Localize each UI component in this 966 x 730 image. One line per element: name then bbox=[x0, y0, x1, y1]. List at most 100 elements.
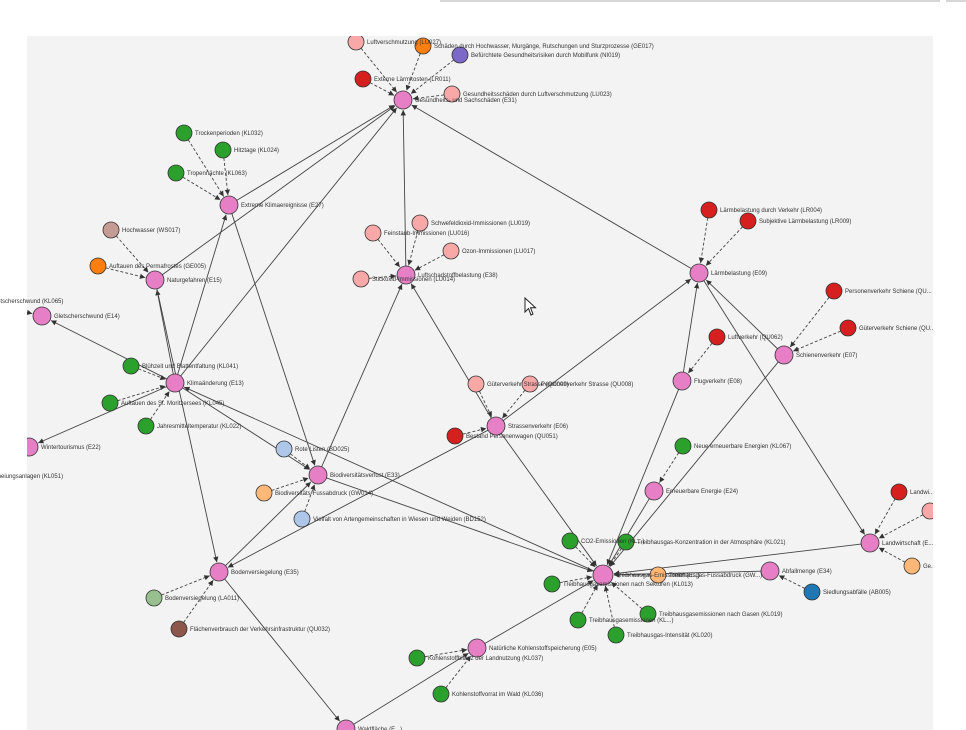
node-label-QU032: Flächenverbrauch der Verkehrsinfrastrukt… bbox=[190, 627, 330, 633]
node-E05[interactable] bbox=[467, 638, 487, 658]
node-E07[interactable] bbox=[774, 345, 794, 365]
node-E24[interactable] bbox=[644, 481, 664, 501]
node-E14[interactable] bbox=[32, 306, 52, 326]
node-label-NI019: Befürchtete Gesundheitsrisiken durch Mob… bbox=[471, 53, 620, 59]
node-NI019[interactable] bbox=[451, 46, 469, 64]
edge-E_TH-E13 bbox=[183, 386, 595, 572]
node-label-KL019: Treibhausgasemissionen nach Gasen (KL019… bbox=[659, 612, 783, 618]
node-E06[interactable] bbox=[486, 416, 506, 436]
node-label-KL_TH: Treibhausgasemissionen (KL...) bbox=[589, 618, 673, 624]
node-label-E31: Gesundheits- und Sachschäden (E31) bbox=[415, 98, 517, 104]
node-E13[interactable] bbox=[165, 373, 185, 393]
node-BD152[interactable] bbox=[293, 510, 311, 528]
top-scrollbar[interactable] bbox=[440, 0, 940, 2]
node-E33[interactable] bbox=[308, 465, 328, 485]
node-QU062[interactable] bbox=[708, 328, 726, 346]
top-scrollbar-end[interactable] bbox=[946, 0, 966, 2]
node-E15[interactable] bbox=[145, 270, 165, 290]
node-KL036[interactable] bbox=[432, 685, 450, 703]
edge-KL021-E_TH bbox=[608, 548, 622, 567]
node-KL_CO2[interactable] bbox=[561, 532, 579, 550]
node-KL_TH[interactable] bbox=[569, 611, 587, 629]
node-label-E15: Naturgefahren (E15) bbox=[167, 278, 222, 284]
node-LU017[interactable] bbox=[442, 242, 460, 260]
node-KL032[interactable] bbox=[175, 124, 193, 142]
node-QU008[interactable] bbox=[521, 375, 539, 393]
node-LU027[interactable] bbox=[347, 34, 365, 51]
edge-E38-E31 bbox=[400, 109, 407, 267]
node-KL063[interactable] bbox=[167, 164, 185, 182]
node-E08[interactable] bbox=[672, 371, 692, 391]
node-LR004[interactable] bbox=[700, 201, 718, 219]
node-R2[interactable] bbox=[921, 502, 938, 520]
node-QU_PS[interactable] bbox=[825, 282, 843, 300]
edge-E24-E_TH bbox=[608, 498, 650, 566]
edge-QU051-E06 bbox=[462, 427, 487, 435]
node-E34[interactable] bbox=[760, 561, 780, 581]
node-KL067[interactable] bbox=[674, 437, 692, 455]
node-KL041[interactable] bbox=[122, 357, 140, 375]
edge-E09-E31 bbox=[411, 104, 692, 269]
node-label-KL045: Auftauen des St. Moritzersees (KL045) bbox=[121, 401, 224, 407]
node-KL037[interactable] bbox=[408, 649, 426, 667]
node-QU_GS[interactable] bbox=[839, 319, 857, 337]
node-GW014[interactable] bbox=[255, 484, 273, 502]
edge-KL045-E13 bbox=[117, 384, 166, 402]
node-LU016[interactable] bbox=[364, 224, 382, 242]
node-QU051[interactable] bbox=[446, 427, 464, 445]
node-label-KL051: Beschneiungsanlagen (KL051) bbox=[0, 474, 63, 480]
node-KL020[interactable] bbox=[607, 626, 625, 644]
mouse-cursor-icon bbox=[524, 297, 537, 316]
node-E31[interactable] bbox=[393, 90, 413, 110]
node-label-KL021: Treibhausgas-Konzentration in der Atmosp… bbox=[637, 540, 786, 546]
node-LR011[interactable] bbox=[354, 70, 372, 88]
node-BD025[interactable] bbox=[275, 440, 293, 458]
edge-E33-E38 bbox=[321, 283, 403, 467]
node-GE017[interactable] bbox=[414, 37, 432, 55]
node-KL019[interactable] bbox=[639, 605, 657, 623]
node-label-LU023: Gesundheitsschäden durch Luftverschmutzu… bbox=[463, 92, 612, 98]
node-GW_TF[interactable] bbox=[649, 566, 667, 584]
edge-E09-E_R bbox=[703, 280, 866, 535]
edge-E15-E35 bbox=[156, 288, 219, 563]
node-GE005[interactable] bbox=[89, 257, 107, 275]
node-label-KL022: Jahresmitteltemperatur (KL022) bbox=[157, 424, 241, 430]
edge-layer bbox=[27, 47, 924, 725]
node-KL045[interactable] bbox=[101, 394, 119, 412]
node-R1[interactable] bbox=[890, 483, 908, 501]
node-KL022[interactable] bbox=[137, 417, 155, 435]
node-LU019[interactable] bbox=[411, 214, 429, 232]
node-LU014[interactable] bbox=[352, 270, 370, 288]
node-label-LR004: Lärmbelastung durch Verkehr (LR004) bbox=[720, 208, 822, 214]
edge-R1-E_R bbox=[874, 498, 896, 535]
node-E_R[interactable] bbox=[860, 533, 880, 553]
node-label-GE017: Schäden durch Hochwasser, Murgänge, Ruts… bbox=[434, 44, 654, 50]
node-label-KL037: Kohlenstoffbilanz der Landnutzung (KL037… bbox=[428, 656, 543, 662]
node-E09[interactable] bbox=[689, 263, 709, 283]
node-QU009[interactable] bbox=[467, 375, 485, 393]
node-LR009[interactable] bbox=[739, 212, 757, 230]
node-LA011[interactable] bbox=[145, 589, 163, 607]
node-E_W[interactable] bbox=[336, 719, 356, 730]
node-E35[interactable] bbox=[209, 562, 229, 582]
edge-LR011-E31 bbox=[369, 82, 395, 96]
node-R3[interactable] bbox=[903, 557, 921, 575]
node-WS017[interactable] bbox=[102, 221, 120, 239]
node-E38[interactable] bbox=[396, 265, 416, 285]
node-E27[interactable] bbox=[219, 195, 239, 215]
edge-E06-E35 bbox=[227, 429, 489, 568]
node-LU023[interactable] bbox=[443, 85, 461, 103]
node-KL013[interactable] bbox=[543, 575, 561, 593]
node-label-KL020: Treibhausgas-Intensität (KL020) bbox=[627, 633, 713, 639]
node-E22[interactable] bbox=[20, 437, 39, 457]
edge-NI019-E31 bbox=[410, 59, 454, 95]
node-QU032[interactable] bbox=[170, 620, 188, 638]
node-KL024[interactable] bbox=[214, 141, 232, 159]
node-KL021[interactable] bbox=[617, 533, 635, 551]
edge-AB005-E34 bbox=[778, 575, 806, 589]
node-AB005[interactable] bbox=[803, 583, 821, 601]
edge-LU027-E31 bbox=[360, 47, 398, 93]
node-label-LU016: Feinstaub-Immissionen (LU016) bbox=[384, 231, 469, 237]
node-E_TH[interactable] bbox=[592, 564, 614, 586]
